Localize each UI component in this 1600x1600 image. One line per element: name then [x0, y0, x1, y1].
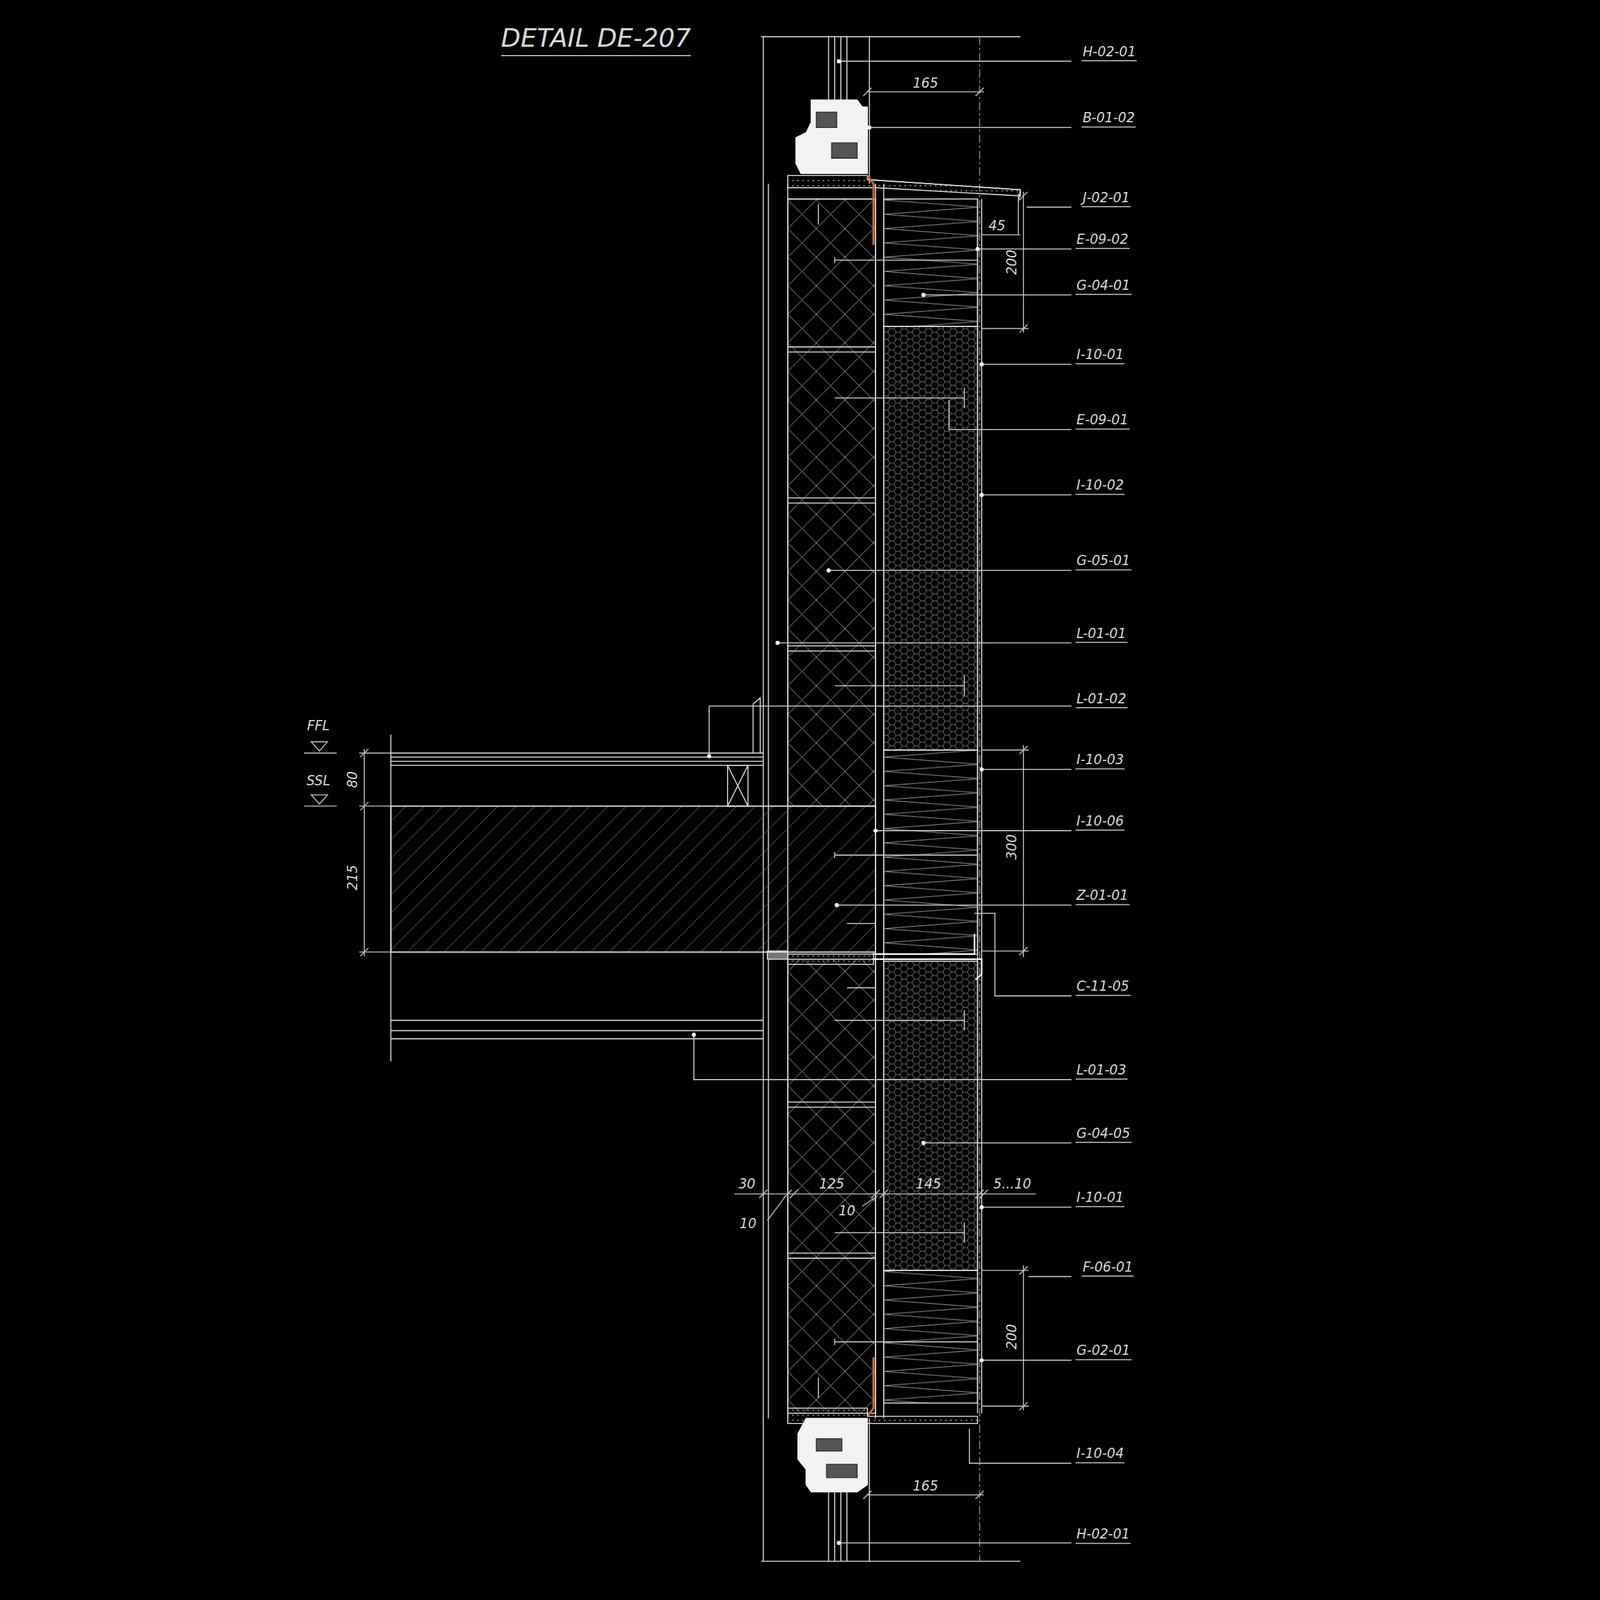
callout-code: G-04-05 — [1075, 1126, 1131, 1144]
dimension-text: 200 — [1004, 249, 1020, 276]
callout-code: H-02-01 — [1081, 44, 1137, 62]
callout-code: L-01-01 — [1075, 626, 1128, 644]
callout-code: I-10-03 — [1075, 752, 1125, 770]
detail-title: DETAIL DE-207 — [501, 24, 692, 56]
callout-code: B-01-02 — [1081, 111, 1136, 128]
dimension-text: FFL — [307, 719, 330, 735]
callout-code: I-10-04 — [1075, 1447, 1125, 1464]
dimension-text: 200 — [1004, 1324, 1020, 1350]
dimension-text: 165 — [912, 1479, 939, 1495]
callout-code: H-02-01 — [1075, 1527, 1131, 1545]
dimension-text: 5...10 — [993, 1177, 1032, 1193]
callout-code: C-11-05 — [1075, 979, 1130, 996]
dimension-text: SSL — [306, 774, 331, 790]
dimension-text: 10 — [838, 1203, 856, 1219]
callout-code: E-09-01 — [1075, 412, 1129, 430]
dimension-text: 30 — [738, 1177, 756, 1193]
dimension-text: 80 — [345, 771, 361, 788]
callout-code: Z-01-01 — [1075, 888, 1129, 905]
dimension-text: 10 — [739, 1217, 757, 1232]
dimension-text: 300 — [1004, 834, 1020, 861]
callout-code: I-10-06 — [1075, 814, 1125, 831]
callout-code: I-10-02 — [1075, 478, 1125, 496]
callout-code: E-09-02 — [1075, 232, 1129, 249]
dimension-text: 125 — [819, 1177, 845, 1193]
dimension-text: 215 — [345, 864, 361, 891]
callout-code: F-06-01 — [1081, 1260, 1135, 1277]
dimension-text: 45 — [988, 219, 1006, 235]
callout-code: G-04-01 — [1075, 278, 1131, 296]
callout-code: L-01-03 — [1075, 1063, 1128, 1080]
callout-code: I-10-01 — [1075, 347, 1125, 365]
dimension-text: 145 — [915, 1177, 942, 1193]
dimension-text: 165 — [912, 76, 939, 91]
callout-code: J-02-01 — [1081, 190, 1131, 208]
callout-code: I-10-01 — [1075, 1190, 1125, 1208]
callout-code: G-02-01 — [1075, 1344, 1131, 1361]
callout-code: G-05-01 — [1075, 554, 1131, 571]
callout-code: L-01-02 — [1075, 691, 1128, 709]
